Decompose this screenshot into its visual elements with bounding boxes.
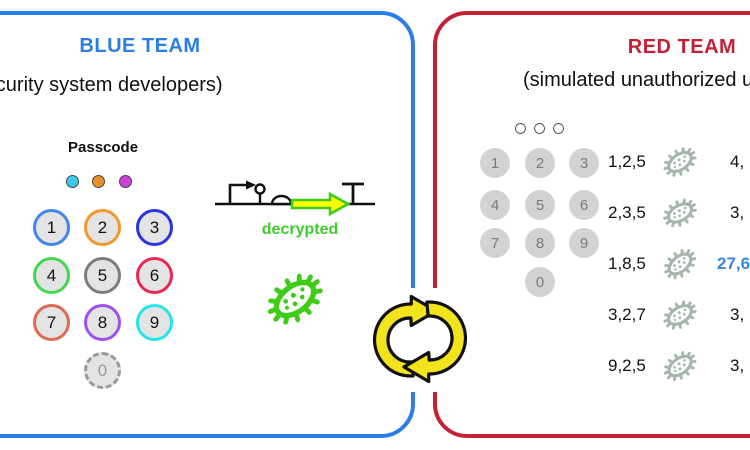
blue-key-5: 5 (84, 257, 121, 294)
attempt-row: 1,8,5 27,6 (608, 241, 750, 287)
blue-key-2: 2 (84, 209, 121, 246)
passcode-dot-orange (92, 175, 105, 188)
gene-arrow-icon (290, 191, 351, 217)
gray-key-9: 9 (569, 228, 599, 258)
gray-key-6: 6 (569, 190, 599, 220)
terminator-icon (342, 182, 364, 204)
attempt-row: 1,2,5 4, (608, 139, 744, 185)
cycle-arrows-icon (360, 288, 480, 392)
passcode-dot-cyan (66, 175, 79, 188)
bacterium-icon (658, 141, 702, 183)
entry-slot-circle (515, 123, 526, 134)
genetic-construct-diagram (215, 180, 375, 217)
entry-slot-circle (553, 123, 564, 134)
attempt-result-highlight: 27,6 (717, 254, 750, 273)
gray-key-1: 1 (480, 148, 510, 178)
bacterium-icon (658, 345, 702, 387)
blue-team-title: BLUE TEAM (79, 35, 201, 57)
attempt-code: 1,8,5 (608, 254, 646, 273)
green-bacterium-icon (256, 260, 334, 338)
attempt-result: 3, (730, 305, 745, 324)
blue-key-1: 1 (33, 209, 70, 246)
attempt-code: 3,2,7 (608, 305, 646, 324)
bacterium-icon (658, 294, 702, 336)
red-team-title: RED TEAM (627, 36, 737, 58)
gray-key-8: 8 (525, 228, 555, 258)
gray-key-3: 3 (569, 148, 599, 178)
attempt-row: 2,3,5 3, (608, 190, 744, 236)
rbs-icon (270, 194, 293, 206)
gray-key-5: 5 (525, 190, 555, 220)
operator-lollipop-icon (254, 183, 266, 204)
gray-key-7: 7 (480, 228, 510, 258)
passcode-dot-magenta (119, 175, 132, 188)
gray-key-0: 0 (525, 267, 555, 297)
blue-key-8: 8 (84, 304, 121, 341)
attempt-result: 3, (730, 356, 745, 375)
blue-key-3: 3 (136, 209, 173, 246)
bacterium-icon (658, 243, 702, 285)
blue-team-subtitle: (security system developers) (0, 74, 223, 96)
red-team-panel (433, 11, 750, 438)
attempt-code: 1,2,5 (608, 152, 646, 171)
blue-key-7: 7 (33, 304, 70, 341)
bacterium-icon (658, 193, 702, 233)
blue-key-4: 4 (33, 257, 70, 294)
red-team-subtitle: (simulated unauthorized users) (523, 69, 750, 91)
blue-key-0: 0 (84, 352, 121, 389)
gray-key-2: 2 (525, 148, 555, 178)
blue-team-panel (0, 11, 415, 438)
entry-slot-circle (534, 123, 545, 134)
gray-key-4: 4 (480, 190, 510, 220)
decrypted-label: decrypted (261, 221, 339, 238)
attempt-row: 3,2,7 3, (608, 292, 744, 338)
attempt-code: 2,3,5 (608, 203, 646, 222)
blue-key-6: 6 (136, 257, 173, 294)
promoter-icon (228, 180, 256, 204)
blue-key-9: 9 (136, 304, 173, 341)
attempt-code: 9,2,5 (608, 356, 646, 375)
attempt-row: 9,2,5 3, (608, 343, 744, 389)
attempt-result: 3, (730, 203, 745, 222)
passcode-label: Passcode (68, 139, 139, 156)
attempt-result: 4, (730, 152, 745, 171)
